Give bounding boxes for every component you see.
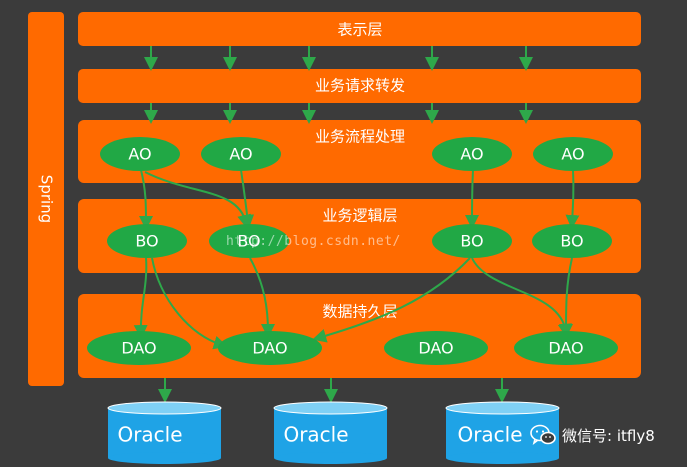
connector-bo1-dao1	[133, 257, 148, 339]
presentation-layer	[78, 12, 641, 46]
ao-node	[432, 137, 512, 171]
bo-node-label: BO	[460, 232, 483, 251]
bo-node	[432, 224, 512, 258]
dao-node	[384, 331, 488, 365]
dispatch-to-process-arrows	[144, 103, 533, 124]
database-top	[445, 401, 560, 415]
bo-node-label: BO	[237, 232, 260, 251]
dao-node-label: DAO	[252, 339, 287, 358]
ao-node-label: AO	[128, 145, 151, 164]
database-top	[273, 401, 388, 415]
dispatch-layer	[78, 69, 641, 103]
dao-nodes: DAO DAO DAO DAO	[87, 331, 618, 365]
database-cylinder: Oracle	[445, 401, 560, 464]
bo-node	[209, 224, 289, 258]
ao-node	[201, 137, 281, 171]
presentation-to-dispatch-arrows	[144, 46, 533, 71]
ao-node-label: AO	[229, 145, 252, 164]
bo-node	[532, 224, 612, 258]
wechat-icon	[530, 424, 556, 446]
connector-ao3-bo3	[465, 169, 480, 229]
connector-bo1-dao2	[151, 257, 228, 350]
process-layer-label: 业务流程处理	[315, 128, 405, 146]
database-bottom	[274, 452, 387, 464]
database-body	[108, 408, 221, 458]
database-bottom	[446, 452, 559, 464]
database-top	[107, 401, 222, 415]
dao-node	[218, 331, 322, 365]
bo-node-label: BO	[560, 232, 583, 251]
bo-node-label: BO	[135, 232, 158, 251]
bo-node	[107, 224, 187, 258]
spring-label: Spring	[38, 175, 56, 223]
logic-layer-label: 业务逻辑层	[322, 207, 397, 225]
dispatch-layer-label: 业务请求转发	[315, 77, 405, 95]
connector-ao1-bo1	[138, 169, 153, 230]
connector-bo3-dao2	[312, 257, 471, 343]
connector-ao2-bo2	[240, 169, 255, 229]
connector-bo3-dao4	[471, 257, 572, 338]
data-layer	[78, 294, 641, 378]
spring-bar	[28, 12, 64, 386]
ao-node	[100, 137, 180, 171]
database-bottom	[108, 452, 221, 464]
database-cylinder: Oracle	[107, 401, 222, 464]
wechat-badge: 微信号: itfly8	[530, 424, 655, 446]
database-cylinder: Oracle	[273, 401, 388, 464]
connector-bo2-dao2	[249, 257, 275, 338]
connector-bo4-dao4	[559, 257, 574, 338]
database-label: Oracle	[117, 423, 182, 447]
ao-node-label: AO	[561, 145, 584, 164]
database-body	[274, 408, 387, 458]
logic-layer	[78, 199, 641, 273]
data-layer-label: 数据持久层	[322, 303, 397, 321]
dao-node	[514, 331, 618, 365]
data-to-db-arrows	[158, 378, 509, 403]
dao-node	[87, 331, 191, 365]
connector-ao4-bo4	[565, 169, 580, 229]
presentation-layer-label: 表示层	[337, 21, 382, 39]
connector-ao1-bo2	[144, 171, 252, 229]
ao-node	[533, 137, 613, 171]
dao-node-label: DAO	[121, 339, 156, 358]
bo-nodes: BO BO BO BO	[107, 224, 612, 258]
wechat-label: 微信号: itfly8	[562, 426, 655, 445]
database-label: Oracle	[283, 423, 348, 447]
database-body	[446, 408, 559, 458]
dao-node-label: DAO	[548, 339, 583, 358]
database-label: Oracle	[457, 423, 522, 447]
dao-node-label: DAO	[418, 339, 453, 358]
node-connectors	[133, 169, 580, 350]
ao-nodes: AO AO AO AO	[100, 137, 613, 171]
ao-node-label: AO	[460, 145, 483, 164]
